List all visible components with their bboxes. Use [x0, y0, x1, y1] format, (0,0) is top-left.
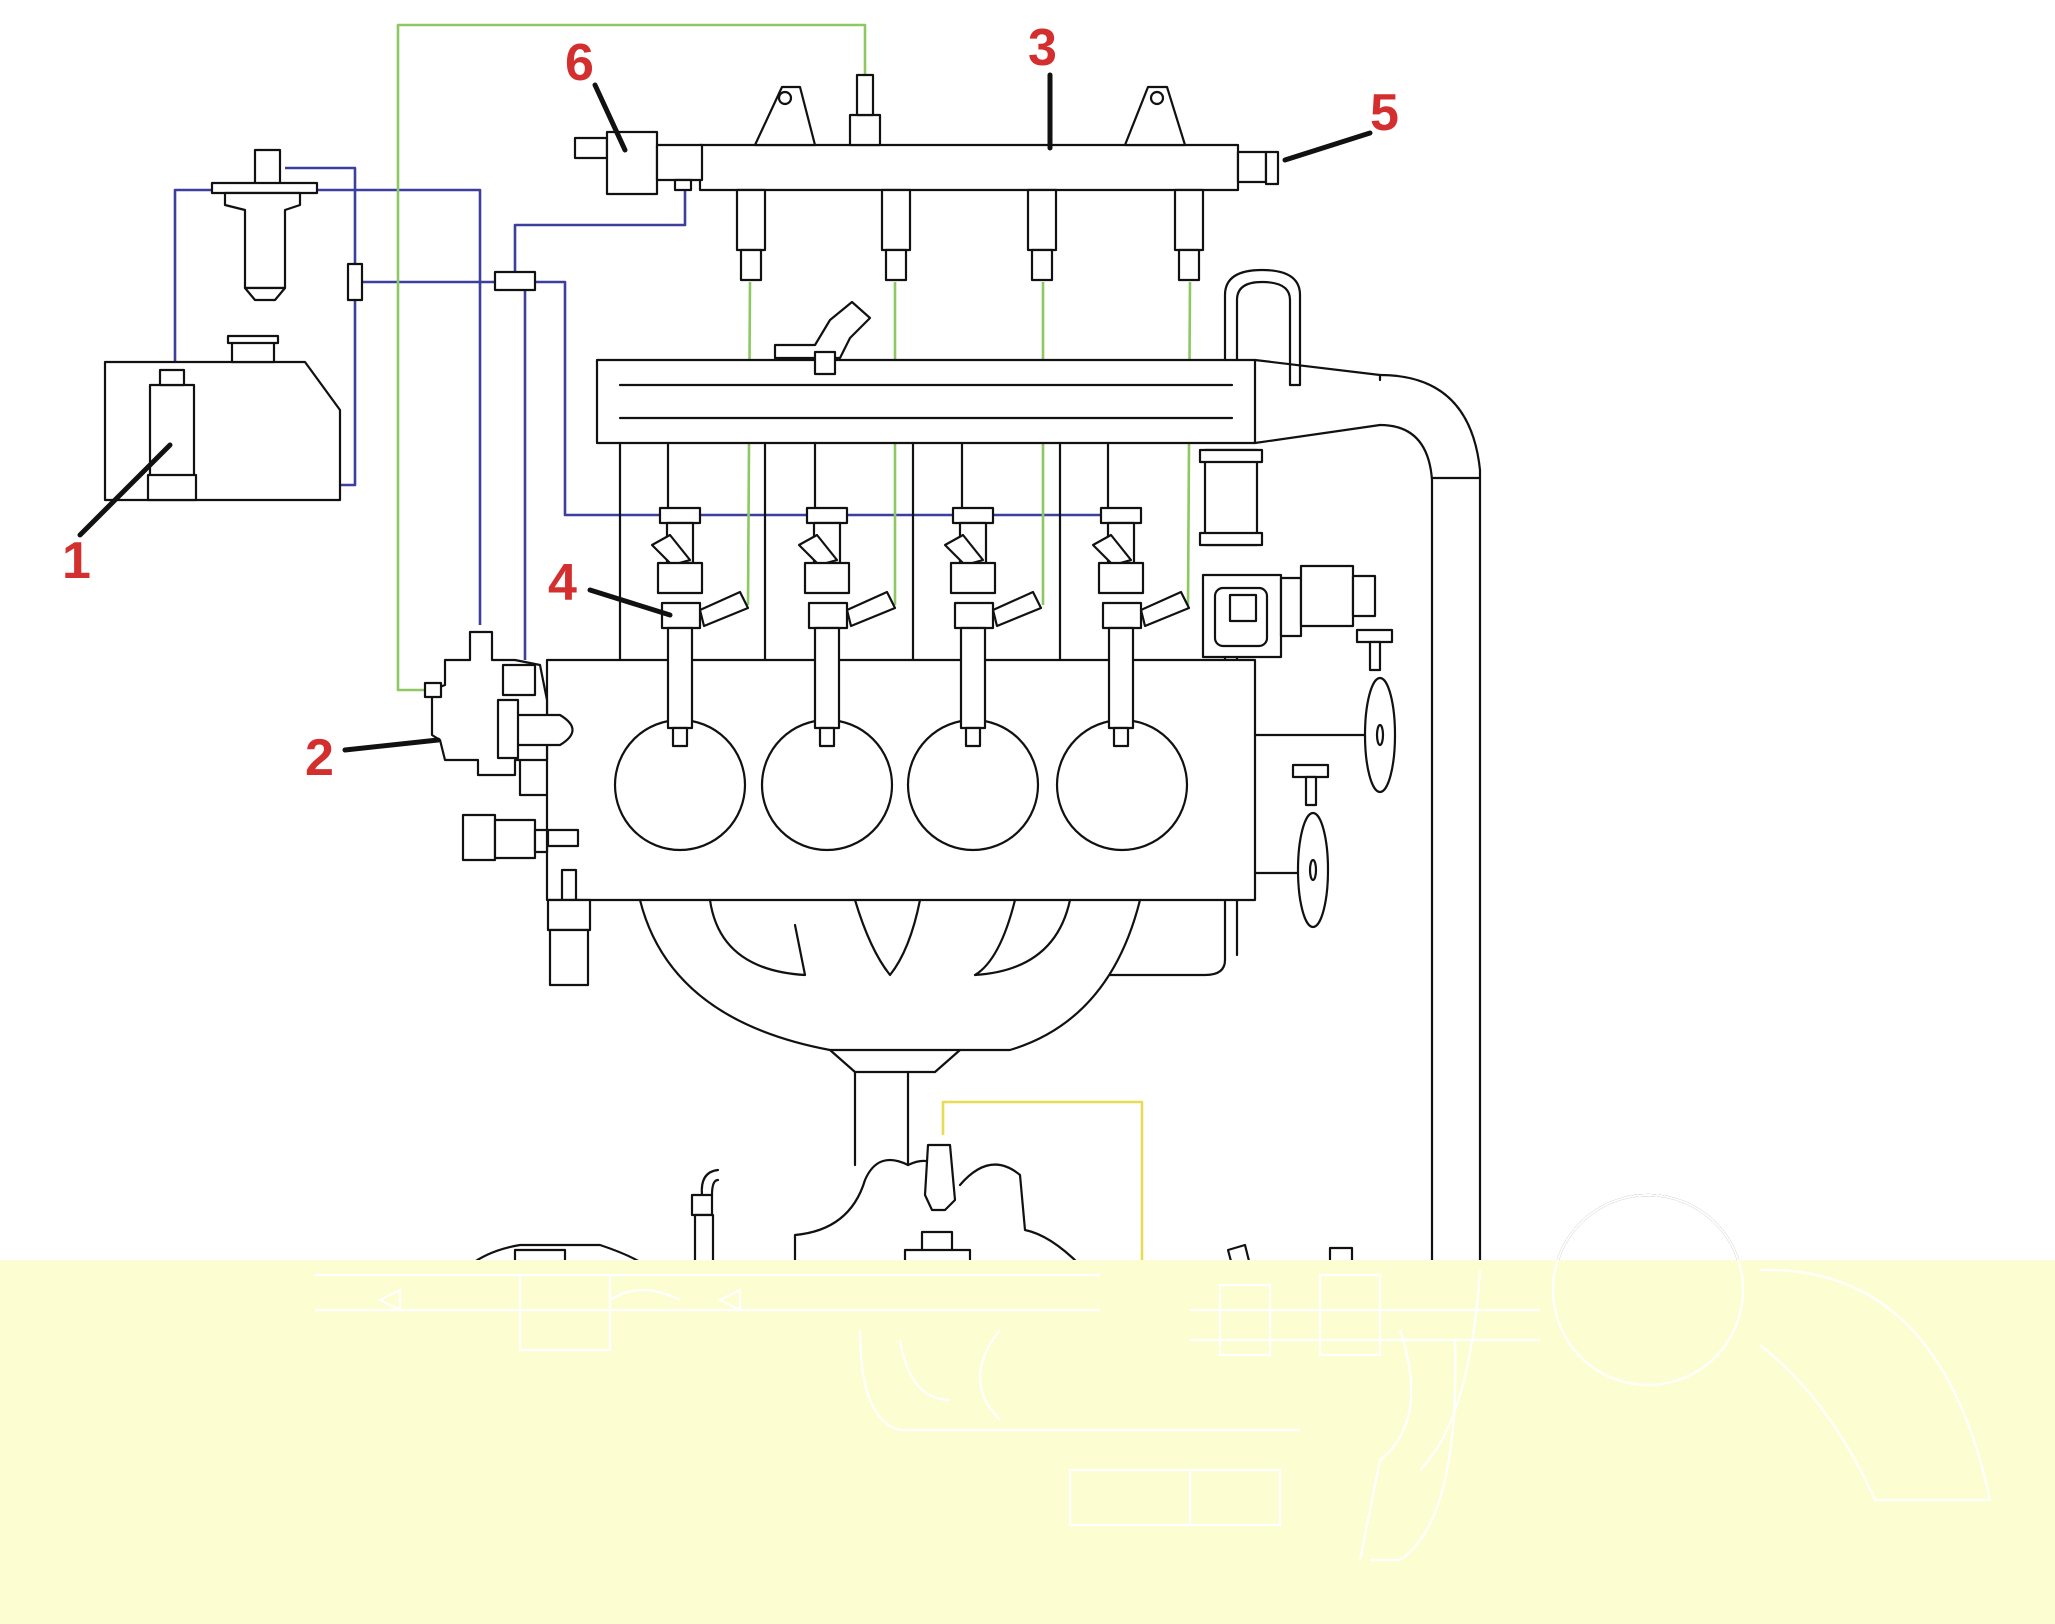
intake-pipe [1378, 373, 1482, 1262]
callout-6-leader [592, 82, 628, 153]
callout-5: 5 [1370, 84, 1399, 142]
lambda-sensor [690, 1168, 720, 1267]
tank-to-filter-line [173, 188, 482, 625]
return-to-injectors-line [530, 280, 1135, 517]
high-pressure-pump [423, 630, 574, 797]
injector-2 [797, 506, 897, 748]
rail-outlets [735, 188, 1205, 282]
callout-1-leader [77, 442, 173, 538]
injector-3 [943, 506, 1043, 748]
common-rail [698, 73, 1280, 282]
rail-inlet-fitting [848, 113, 882, 147]
intake-manifold [595, 268, 1382, 662]
block-pulleys-right [1253, 628, 1397, 929]
callout-1: 1 [62, 532, 91, 590]
callout-5-leader [1282, 130, 1373, 163]
callout-4-leader [587, 587, 673, 618]
fuel-tank [103, 334, 342, 502]
lambda-sensor-wire [941, 1100, 1144, 1265]
callout-3: 3 [1028, 19, 1057, 77]
block-sensors-left [461, 813, 592, 987]
fuel-filter [210, 148, 364, 302]
callout-2: 2 [305, 729, 334, 787]
pressure-control-valve [573, 130, 704, 196]
rail-return-line [513, 180, 687, 275]
callouts: 1 2 3 4 5 6 [62, 19, 1399, 787]
faded-lower-drawing [315, 1193, 1992, 1562]
low-pressure-lines [173, 166, 1135, 660]
return-junction [493, 270, 537, 292]
exhaust-manifold [638, 898, 1142, 1167]
callout-6: 6 [565, 34, 594, 92]
engine-block [545, 658, 1257, 902]
injector-4 [1091, 506, 1191, 748]
injector-1 [650, 506, 750, 748]
callout-2-leader [342, 737, 441, 753]
callout-4: 4 [548, 554, 577, 612]
lower-faded-overlay [0, 1260, 2055, 1624]
injectors [650, 506, 1191, 748]
rail-pressure-sensor [1264, 150, 1280, 186]
pump-to-rail-line [396, 23, 867, 692]
egr-valve [1108, 448, 1377, 977]
fuel-pump-canister [148, 383, 196, 482]
